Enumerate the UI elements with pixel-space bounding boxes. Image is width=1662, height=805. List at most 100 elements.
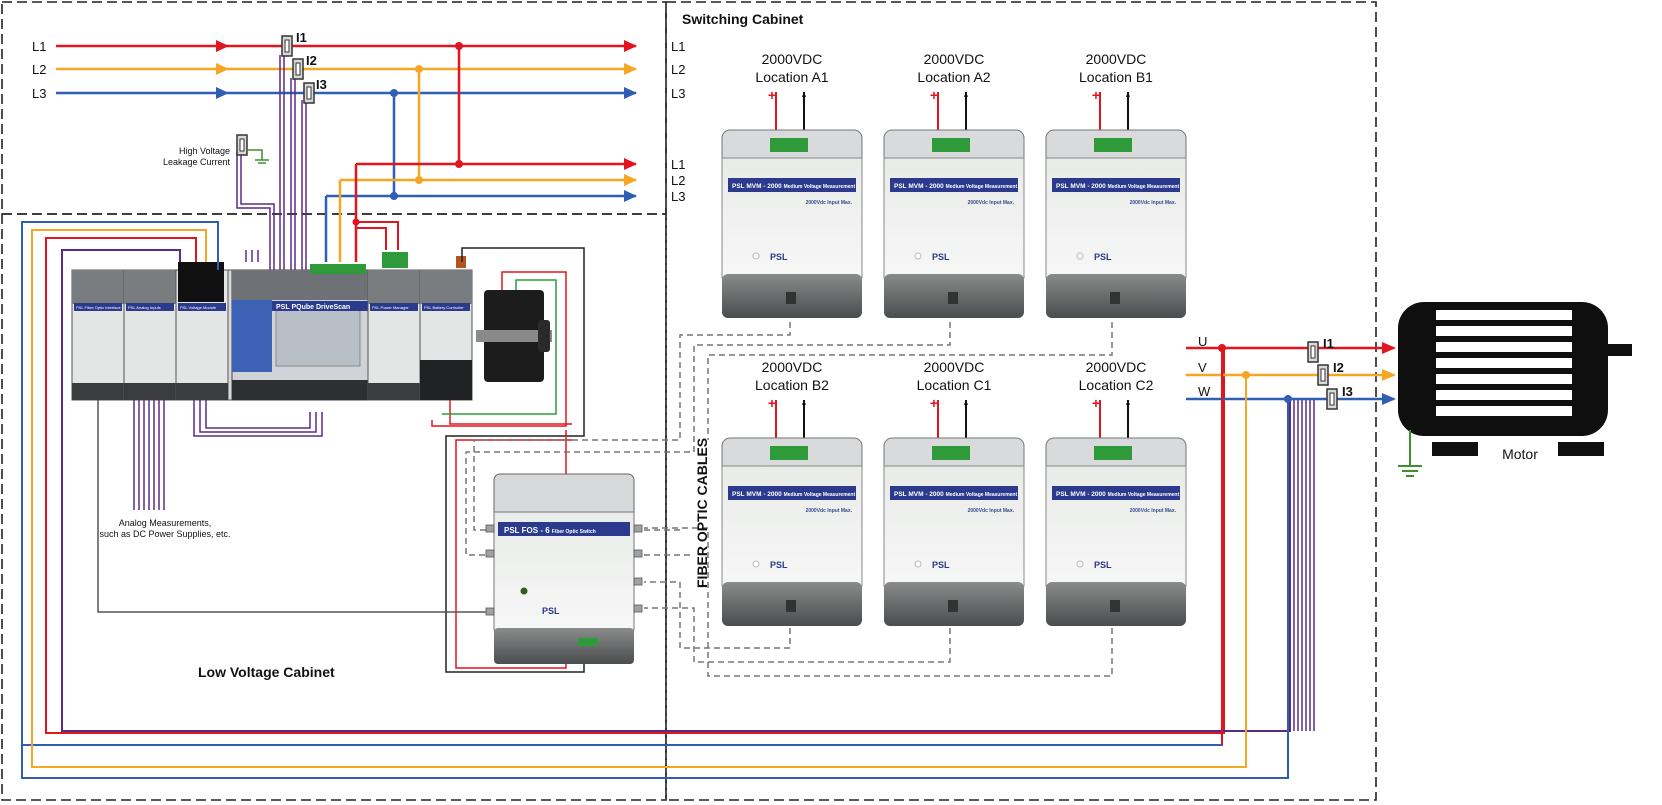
mvm-plus-label: + (1092, 87, 1100, 103)
motor-ct-label-i2: I2 (1333, 360, 1344, 375)
mvm-title-bar (1052, 178, 1180, 192)
mvm-title-bar (728, 178, 856, 192)
l3-arrow-mid (216, 87, 229, 99)
motor-ct-label-i1: I1 (1323, 336, 1334, 351)
mvm-led (1076, 560, 1084, 568)
mvm-minus-label: - (1126, 395, 1131, 411)
motor-ground-icon (1398, 430, 1422, 477)
mvm-terminal-block (932, 138, 970, 152)
din-module-label-3: PSL Voltage Module (180, 305, 217, 310)
mvm-module: 2000VDC Location C1 + - PSL MVM - 2000 Mediu… (883, 359, 1025, 626)
hv-leakage-label-2: Leakage Current (163, 157, 231, 167)
phase-label-l2-branch: L2 (671, 173, 685, 188)
din-module-fibre-interface: PSL Fibre Optic Interface (71, 269, 125, 401)
mvm-module: 2000VDC Location B1 + - PSL MVM - 2000 Mediu… (1045, 51, 1187, 318)
mvm-location-label: Location C2 (1079, 377, 1154, 393)
phase-label-l2-out: L2 (671, 62, 685, 77)
phase-label-l1-branch: L1 (671, 157, 685, 172)
mvm-voltage-label: 2000VDC (924, 359, 985, 375)
l3-arrow-end (624, 87, 637, 99)
analog-note-line-2: such as DC Power Supplies, etc. (99, 529, 230, 539)
mvm-voltage-label: 2000VDC (1086, 359, 1147, 375)
mvm-brand-logo: PSL (770, 252, 788, 262)
mvm-minus-label: - (964, 395, 969, 411)
mvm-model-label: PSL MVM - 2000 Medium Voltage Measuremen… (1056, 183, 1179, 190)
mvm-fiber-port (948, 600, 958, 612)
mvm-terminal-block (1094, 138, 1132, 152)
mvm-title-bar (1052, 486, 1180, 500)
pqube-label: PSL PQube DriveScan (276, 304, 350, 311)
mvm-led (752, 560, 760, 568)
mvm-model-label: PSL MVM - 2000 Medium Voltage Measuremen… (894, 491, 1017, 498)
motor-phase-w: W (1198, 384, 1211, 399)
din-module-label-5: PSL Battery Controller (424, 305, 464, 310)
ct-label-i2: I2 (306, 53, 317, 68)
mvm-location-label: Location B2 (755, 377, 829, 393)
mvm-location-label: Location A2 (917, 69, 990, 85)
mvm-plus-label: + (930, 87, 938, 103)
phase-labels-left: L1 L2 L3 (32, 39, 46, 101)
phase-label-l3-out: L3 (671, 86, 685, 101)
motor-label: Motor (1502, 446, 1538, 462)
fos-status-led (520, 587, 528, 595)
mvm-rating-label: 2000Vdc Input Max. (806, 508, 853, 514)
mvm-rating-label: 2000Vdc Input Max. (1130, 200, 1177, 206)
cabinet-borders (1, 1, 1377, 801)
motor-ct-label-i3: I3 (1342, 384, 1353, 399)
phase-label-l1-out: L1 (671, 39, 685, 54)
mvm-minus-label: - (1126, 87, 1131, 103)
ct-sensor-leads (236, 55, 307, 270)
analog-leads (133, 250, 323, 510)
mvm-body (1045, 157, 1187, 279)
low-voltage-cabinet-border (1, 213, 667, 801)
din-module-power-manager: PSL Power Manager (367, 252, 421, 401)
mvm-model-label: PSL MVM - 2000 Medium Voltage Measuremen… (894, 183, 1017, 190)
hv-leakage-label-1: High Voltage (179, 146, 230, 156)
din-rail-assembly: PSL Fibre Optic Interface PSL Analog Inp… (71, 252, 552, 401)
mvm-plus-label: + (768, 87, 776, 103)
mvm-led (752, 252, 760, 260)
mvm-terminal-block (770, 138, 808, 152)
mvm-plus-label: + (930, 395, 938, 411)
mvm-rating-label: 2000Vdc Input Max. (1130, 508, 1177, 514)
hv-leakage-sensor: High Voltage Leakage Current (163, 134, 269, 167)
switching-cabinet-border (665, 1, 1377, 801)
mvm-location-label: Location B1 (1079, 69, 1153, 85)
mvm-rating-label: 2000Vdc Input Max. (968, 508, 1015, 514)
fos-brand: PSL (542, 606, 560, 616)
motor-supply-lines (21, 222, 1396, 779)
mvm-location-label: Location C1 (917, 377, 992, 393)
mvm-title-bar (728, 486, 856, 500)
mvm-led (914, 560, 922, 568)
mvm-model-label: PSL MVM - 2000 Medium Voltage Measuremen… (732, 183, 855, 190)
mvm-fiber-port (786, 292, 796, 304)
mains-section-border (1, 1, 667, 215)
switching-cabinet-title: Switching Cabinet (682, 11, 804, 27)
fiber-optic-label: FIBER OPTIC CABLES (694, 438, 710, 588)
phase-label-l1: L1 (32, 39, 46, 54)
mvm-voltage-label: 2000VDC (1086, 51, 1147, 67)
low-voltage-cabinet-title: Low Voltage Cabinet (198, 664, 335, 680)
mvm-led (1076, 252, 1084, 260)
l1-arrow-end (624, 40, 637, 52)
mvm-voltage-label: 2000VDC (762, 51, 823, 67)
din-module-label-1: PSL Fibre Optic Interface (76, 305, 122, 310)
mvm-led (914, 252, 922, 260)
fiber-optic-cables (465, 322, 1113, 677)
mvm-voltage-label: 2000VDC (762, 359, 823, 375)
mvm-plus-label: + (768, 395, 776, 411)
battery-pack (476, 290, 552, 382)
mvm-body (721, 465, 863, 587)
ct-label-i1: I1 (296, 30, 307, 45)
motor-phase-v: V (1198, 360, 1207, 375)
mvm-minus-label: - (802, 395, 807, 411)
phase-label-l3: L3 (32, 86, 46, 101)
mvm-fiber-port (1110, 600, 1120, 612)
din-module-label-4: PSL Power Manager (372, 305, 409, 310)
analog-note-line-1: Analog Measurements, (119, 518, 212, 528)
motor-ct-sensors: I1 I2 I3 (1307, 336, 1353, 410)
motor-phase-u: U (1198, 334, 1207, 349)
